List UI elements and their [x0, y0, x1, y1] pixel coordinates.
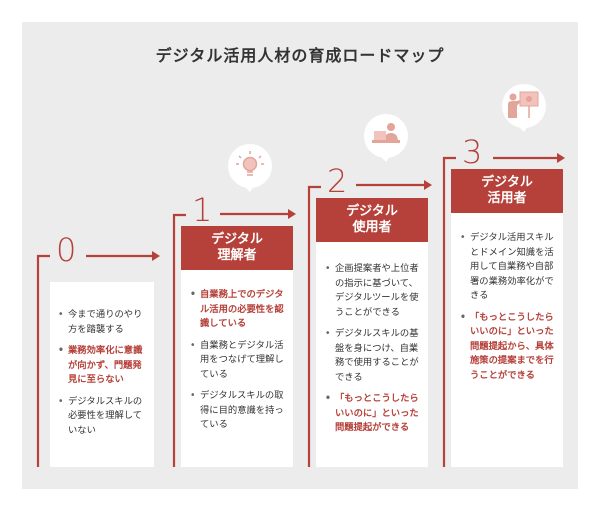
- step-2-item: デジタルスキルの基盤を身につけ、自業務で使用することができる: [325, 327, 421, 385]
- step-1-card: デジタル 理解者 自業務上でのデジタル活用の必要性を認識している 自業務とデジタ…: [181, 226, 293, 467]
- step-0-card: 今まで通りのやり方を踏襲する 業務効率化に意識が向かず、門題発見に至らない デジ…: [50, 282, 154, 467]
- step-3-arrowhead: [557, 153, 565, 163]
- step-2-card: デジタル 使用者 企画提案者や上位者の指示に基づいて、デジタルツールを使うことが…: [316, 198, 428, 467]
- lightbulb-icon: [228, 144, 272, 192]
- step-2-item: 企画提案者や上位者の指示に基づいて、デジタルツールを使うことができる: [325, 262, 421, 320]
- step-1-line: [172, 213, 186, 467]
- presenter-chart-icon: [502, 84, 546, 132]
- step-3-item: デジタル活用スキルとドメイン知識を活用して自業務や自部署の業務効率化ができる: [460, 231, 556, 304]
- step-1-header-line2: 理解者: [217, 248, 257, 263]
- step-0-item: デジタルスキルの必要性を理解していない: [58, 395, 148, 439]
- step-0-item: 業務効率化に意識が向かず、門題発見に至らない: [58, 344, 148, 388]
- step-0-arrowhead: [152, 251, 160, 261]
- step-3-card: デジタル 活用者 デジタル活用スキルとドメイン知識を活用して自業務や自部署の業務…: [451, 169, 563, 467]
- step-0-number: 0: [56, 231, 77, 269]
- step-1-list: 自業務上でのデジタル活用の必要性を認識している 自業務とデジタル活用をつなげて理…: [190, 288, 286, 440]
- step-2-header: デジタル 使用者: [316, 198, 428, 242]
- step-3-header-line2: 活用者: [487, 191, 527, 206]
- step-2-header-line1: デジタル: [346, 204, 398, 219]
- step-2-item: 「もっとこうしたらいいのに」といった問題提起ができる: [325, 392, 421, 436]
- step-1-number: 1: [192, 191, 213, 229]
- step-3-item: 「もっとこうしたらいいのに」といった問題提起から、具体施策の提案までを行うことが…: [460, 311, 556, 384]
- step-1-header: デジタル 理解者: [181, 226, 293, 270]
- step-2-list: 企画提案者や上位者の指示に基づいて、デジタルツールを使うことができる デジタルス…: [325, 262, 421, 443]
- step-1-arrowhead: [288, 209, 296, 219]
- step-1-item: 自業務上でのデジタル活用の必要性を認識している: [190, 288, 286, 332]
- step-1-header-line1: デジタル: [211, 232, 263, 247]
- step-3-line: [442, 156, 456, 467]
- step-0-line: [36, 254, 50, 467]
- diagram-title: デジタル活用人材の育成ロードマップ: [155, 46, 445, 65]
- person-laptop-icon: [364, 114, 408, 162]
- step-0-list: 今まで通りのやり方を踏襲する 業務効率化に意識が向かず、門題発見に至らない デジ…: [58, 308, 148, 445]
- step-2-line: [307, 185, 321, 467]
- step-2-number: 2: [327, 162, 348, 200]
- step-3-number: 3: [462, 133, 483, 171]
- step-1-item: デジタルスキルの取得に目的意識を持っている: [190, 389, 286, 433]
- step-3-list: デジタル活用スキルとドメイン知識を活用して自業務や自部署の業務効率化ができる 「…: [460, 231, 556, 390]
- step-3-header-line1: デジタル: [481, 175, 533, 190]
- step-2-arrowhead: [424, 180, 432, 190]
- step-3-header: デジタル 活用者: [451, 169, 563, 213]
- step-2-header-line2: 使用者: [352, 220, 392, 235]
- step-1-item: 自業務とデジタル活用をつなげて理解している: [190, 339, 286, 383]
- step-0-item: 今まで通りのやり方を踏襲する: [58, 308, 148, 337]
